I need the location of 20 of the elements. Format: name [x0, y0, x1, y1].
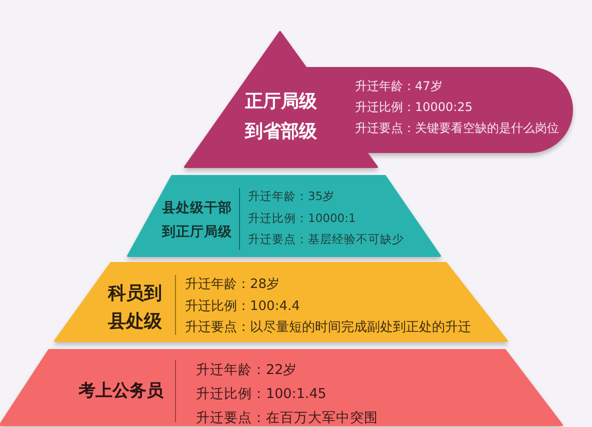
detail-text: 升迁年龄：47岁: [355, 78, 442, 94]
pyramid-tier: [55, 263, 507, 341]
tier-title: 正厅局级到省部级: [244, 90, 318, 144]
detail-text: 升迁要点：关键要看空缺的是什么岗位: [355, 120, 559, 136]
detail-text: 升迁年龄：28岁: [185, 277, 280, 293]
detail-text: 升迁比例：100:4.4: [185, 298, 300, 314]
detail-text: 升迁要点：在百万大军中突围: [196, 410, 378, 426]
tier-title: 科员到县处级: [106, 282, 163, 334]
tier-title: 县处级干部到正厅局级: [160, 199, 233, 242]
pyramid-tier: [0, 350, 562, 427]
pyramid-top: [185, 32, 573, 168]
detail-text: 升迁年龄：22岁: [196, 362, 298, 378]
detail-text: 升迁要点：基层经验不可缺少: [248, 233, 404, 247]
pyramid-tier: [128, 176, 440, 256]
detail-text: 升迁比例：10000:1: [248, 212, 356, 226]
tier-title: 考上公务员: [78, 380, 164, 403]
detail-text: 升迁比例：10000:25: [355, 100, 472, 114]
detail-text: 升迁年龄：35岁: [248, 190, 335, 204]
detail-text: 升迁要点：以尽量短的时间完成副处到正处的升迁: [185, 320, 471, 336]
detail-text: 升迁比例：100:1.45: [196, 386, 326, 402]
